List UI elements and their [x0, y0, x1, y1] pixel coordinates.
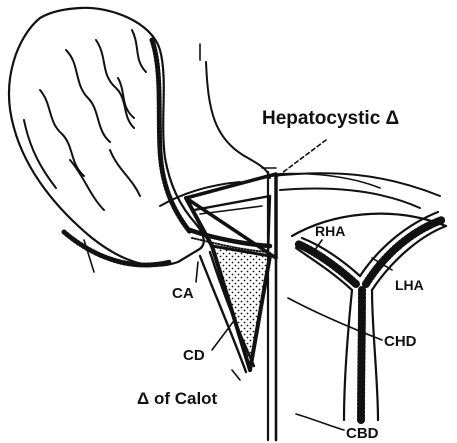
calot-triangle — [186, 198, 270, 370]
label-ca: CA — [172, 285, 194, 302]
label-chd: CHD — [384, 333, 417, 350]
hepatic-arteries — [292, 212, 446, 420]
label-cbd: CBD — [346, 425, 379, 442]
label-cd: CD — [183, 347, 205, 364]
bile-duct — [262, 168, 276, 440]
label-lha: LHA — [395, 277, 424, 293]
label-hepatocystic-triangle: Hepatocystic Δ — [262, 108, 399, 129]
labels: Hepatocystic Δ RHA LHA CA CD CHD Δ of Ca… — [137, 108, 424, 442]
label-calot-triangle: Δ of Calot — [137, 389, 218, 408]
label-rha: RHA — [315, 223, 345, 239]
gallbladder — [9, 8, 204, 266]
